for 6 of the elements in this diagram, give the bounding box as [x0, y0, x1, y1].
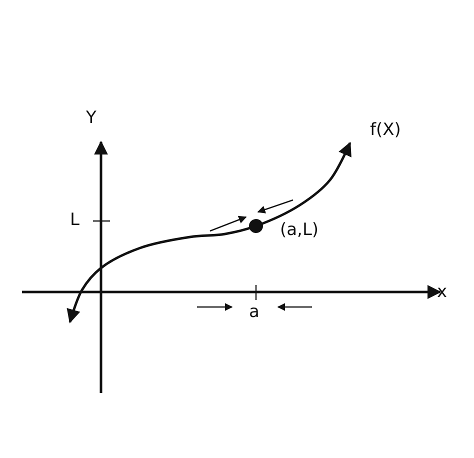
- axis-label: a: [249, 304, 260, 321]
- axis-label: L: [70, 212, 80, 229]
- axis-label: x: [437, 284, 448, 301]
- axis-label: f(X): [370, 122, 401, 139]
- axis-label: Y: [86, 110, 96, 127]
- axis-label: (a,L): [280, 222, 319, 239]
